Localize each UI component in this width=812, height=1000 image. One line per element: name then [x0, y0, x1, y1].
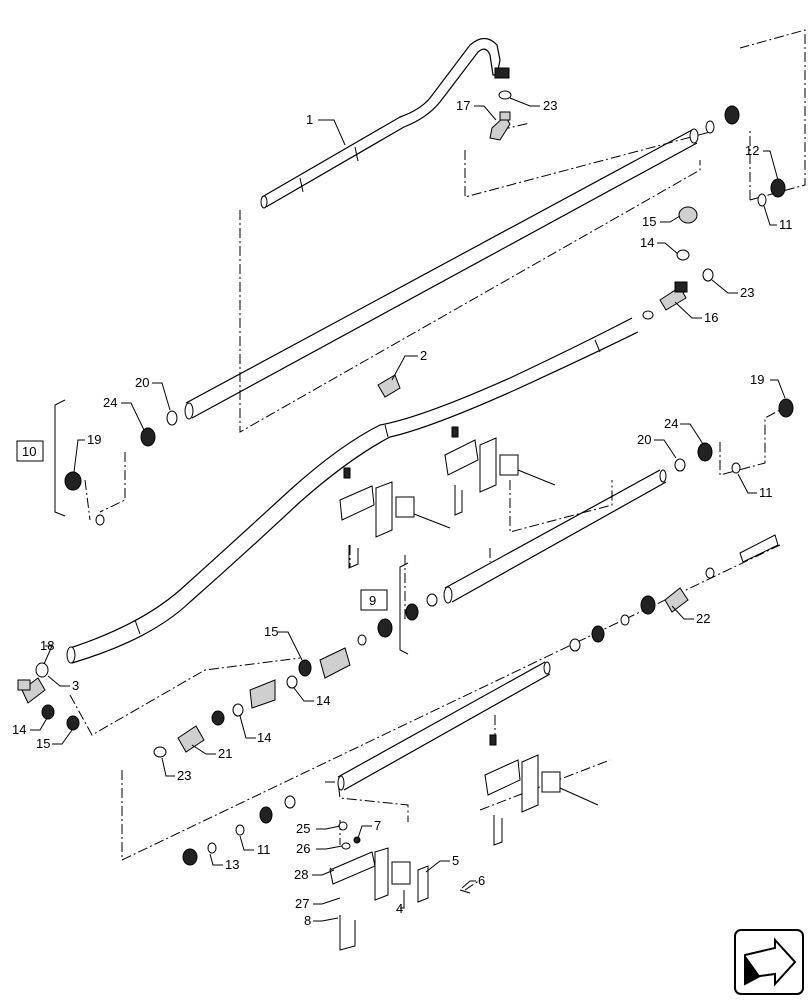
- hose-1: [260, 37, 510, 209]
- callout-13: 13: [225, 857, 239, 872]
- callout-26: 26: [296, 841, 310, 856]
- callout-21: 21: [218, 746, 232, 761]
- washer-23-right: [702, 268, 714, 282]
- callout-28: 28: [294, 867, 308, 882]
- callout-22: 22: [696, 611, 710, 626]
- leader-lines: [30, 97, 786, 922]
- callout-19: 19: [87, 432, 101, 447]
- tube-lower: [337, 661, 551, 791]
- callout-6: 6: [478, 873, 485, 888]
- callout-11: 11: [257, 842, 271, 857]
- arrow-navigation-icon[interactable]: [734, 929, 804, 995]
- callout-14: 14: [12, 722, 26, 737]
- callout-11: 11: [759, 485, 773, 500]
- callout-2: 2: [420, 348, 427, 363]
- callout-23: 23: [177, 768, 191, 783]
- callout-15: 15: [642, 214, 656, 229]
- fitting-16: [659, 281, 688, 311]
- callout-12: 12: [745, 143, 759, 158]
- elbow-fitting-17: [489, 111, 511, 141]
- mount-bracket-upper: [444, 426, 556, 516]
- callout-3: 3: [72, 678, 79, 693]
- assembly-bracket-9: [360, 562, 409, 655]
- washer-small-16: [642, 310, 654, 320]
- assembly-10-fittings: [64, 410, 178, 526]
- callout-15: 15: [264, 624, 278, 639]
- callout-23: 23: [543, 98, 557, 113]
- callout-11: 11: [779, 217, 793, 232]
- phantom-lines: [69, 29, 806, 891]
- tube-middle-end-fittings: [377, 398, 794, 638]
- callout-20: 20: [637, 432, 651, 447]
- callout-9: 9: [369, 593, 376, 608]
- left-hose-end-parts: [17, 662, 167, 758]
- callout-labels: 1 17 23 12 11 15 14 23 16 2 20 24 10 19 …: [12, 98, 793, 928]
- clamp-15-top: [678, 206, 698, 224]
- callout-7: 7: [374, 818, 381, 833]
- callout-8: 8: [304, 913, 311, 928]
- hardware-cluster: [329, 821, 471, 951]
- callout-20: 20: [135, 375, 149, 390]
- callout-10: 10: [22, 444, 36, 459]
- callout-19: 19: [750, 372, 764, 387]
- callout-27: 27: [295, 896, 309, 911]
- callout-14: 14: [316, 693, 330, 708]
- valve-parts-middle: [177, 634, 367, 753]
- callout-4: 4: [396, 901, 403, 916]
- clamp-14-top: [676, 249, 690, 261]
- callout-24: 24: [664, 416, 678, 431]
- callout-25: 25: [296, 821, 310, 836]
- callout-23: 23: [740, 285, 754, 300]
- callout-16: 16: [704, 310, 718, 325]
- tube-end-fittings-top: [705, 105, 786, 207]
- tube-middle: [443, 469, 667, 604]
- long-tube-upper: [184, 128, 699, 420]
- callout-15: 15: [36, 736, 50, 751]
- assembly-bracket-10: [16, 399, 66, 517]
- callout-14: 14: [257, 730, 271, 745]
- mount-bracket-right-lower: [484, 734, 599, 846]
- callout-18: 18: [40, 638, 54, 653]
- callout-17: 17: [456, 98, 470, 113]
- mount-bracket-lower: [339, 467, 451, 569]
- callout-14: 14: [640, 235, 654, 250]
- callout-5: 5: [452, 853, 459, 868]
- callout-1: 1: [306, 112, 313, 127]
- hose-clip-2: [377, 374, 401, 398]
- washer-23-top: [498, 90, 512, 100]
- callout-24: 24: [103, 395, 117, 410]
- lower-tube-fittings: [182, 534, 779, 866]
- main-curved-hose: [66, 317, 639, 664]
